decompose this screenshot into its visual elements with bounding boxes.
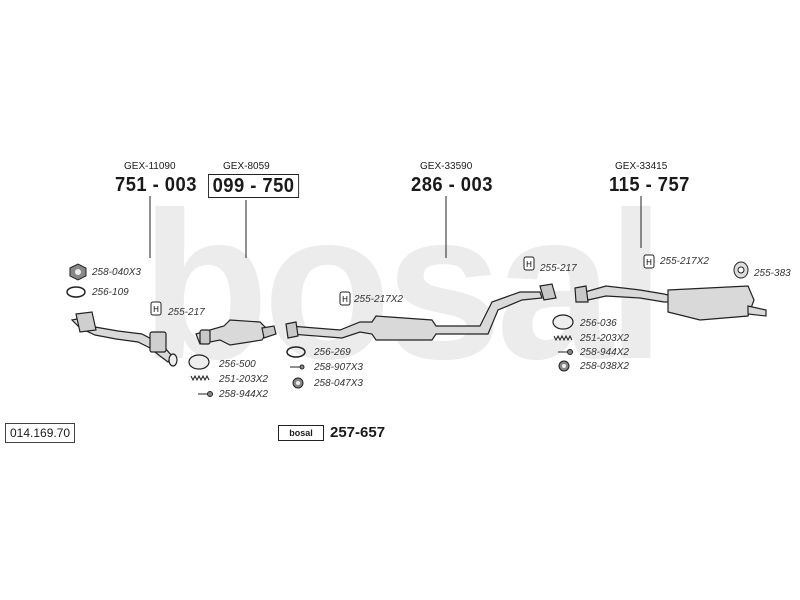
svg-text:H: H xyxy=(342,295,348,304)
nut-icon-1 xyxy=(69,263,87,281)
accessory-label: 258-040X3 xyxy=(92,267,141,278)
accessory-label: 255-217 xyxy=(168,307,205,318)
svg-text:H: H xyxy=(646,258,652,267)
clamp-icon-3: H xyxy=(523,256,535,271)
clamp-icon-2: H xyxy=(339,291,351,306)
rear-silencer xyxy=(574,285,767,321)
bolt-icon-2 xyxy=(290,364,305,370)
svg-text:H: H xyxy=(153,305,159,314)
catalytic-converter xyxy=(195,319,277,346)
part-ref-3: GEX-33590 xyxy=(420,161,473,172)
clamp-icon-4: H xyxy=(643,254,655,269)
kit-logo-text: bosal xyxy=(289,428,313,438)
hanger-icon-1 xyxy=(733,261,749,279)
accessory-label: 251-203X2 xyxy=(580,333,629,344)
nut-icon-2 xyxy=(292,377,304,389)
spring-icon-1 xyxy=(190,374,210,382)
clamp-icon-1: H xyxy=(150,301,162,316)
catalog-code: 014.169.70 xyxy=(5,423,76,443)
part-ref-2: GEX-8059 xyxy=(223,161,270,172)
part-ref-1: GEX-11090 xyxy=(124,161,176,172)
part-number-4: 115 - 757 xyxy=(609,174,690,196)
middle-pipe xyxy=(285,283,557,341)
gasket-ring-icon-2 xyxy=(188,354,210,370)
accessory-label: 251-203X2 xyxy=(219,374,268,385)
accessory-label: 256-269 xyxy=(314,347,351,358)
nut-icon-3 xyxy=(558,360,570,372)
front-pipe xyxy=(70,311,178,367)
accessory-label: 255-217 xyxy=(540,263,577,274)
accessory-label: 258-038X2 xyxy=(580,361,629,372)
gasket-ring-icon-3 xyxy=(286,346,306,358)
part-number-2: 099 - 750 xyxy=(208,174,300,198)
accessory-label: 258-907X3 xyxy=(314,362,363,373)
part-number-3: 286 - 003 xyxy=(411,174,493,196)
svg-text:H: H xyxy=(526,260,532,269)
bolt-icon-3 xyxy=(558,349,573,355)
part-number-1: 751 - 003 xyxy=(115,174,197,196)
accessory-label: 258-944X2 xyxy=(219,389,268,400)
kit-number: 257-657 xyxy=(330,424,386,441)
accessory-label: 255-217X2 xyxy=(660,256,709,267)
accessory-label: 256-036 xyxy=(580,318,617,329)
part-ref-4: GEX-33415 xyxy=(615,161,668,172)
accessory-label: 256-500 xyxy=(219,359,256,370)
kit-logo: bosal xyxy=(278,425,324,441)
gasket-ring-icon-4 xyxy=(552,314,574,330)
accessory-label: 255-383 xyxy=(754,268,791,279)
leader-lines xyxy=(149,196,642,258)
accessory-label: 255-217X2 xyxy=(354,294,403,305)
accessory-label: 256-109 xyxy=(92,287,129,298)
gasket-ring-icon-1 xyxy=(66,286,86,298)
bolt-icon-1 xyxy=(198,391,213,397)
accessory-label: 258-944X2 xyxy=(580,347,629,358)
watermark-logo: bosal xyxy=(141,168,659,403)
spring-icon-2 xyxy=(553,334,573,342)
accessory-label: 258-047X3 xyxy=(314,378,363,389)
